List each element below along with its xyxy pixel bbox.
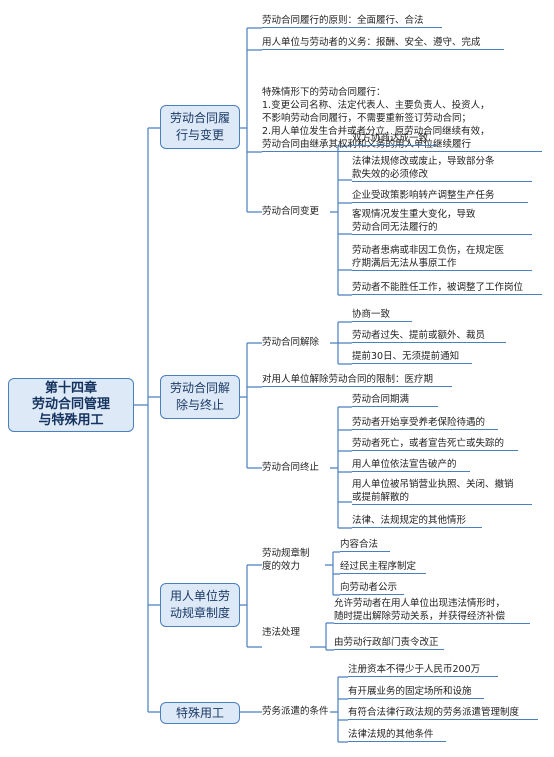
- change-item-5[interactable]: 劳动者患病或非因工负伤，在规定医 疗期满后无法从事原工作: [352, 244, 532, 271]
- violation-item-1[interactable]: 允许劳动者在用人单位出现违法情形时， 随时提出解除劳动关系，并获得经济补偿: [334, 597, 530, 624]
- connector-dispatch-children: [338, 676, 348, 743]
- node-contract-end[interactable]: 劳动合同终止: [262, 462, 320, 473]
- branch-fulfillment-change[interactable]: 劳动合同履 行与变更: [160, 105, 240, 149]
- connector-change-trunk: [330, 146, 339, 295]
- root-node[interactable]: 第十四章 劳动合同管理 与特殊用工: [8, 378, 134, 432]
- node-violation-handling[interactable]: 违法处理: [262, 627, 301, 638]
- node-dissolution-restriction[interactable]: 对用人单位解除劳动合同的限制：医疗期: [262, 373, 452, 387]
- node-contract-dissolution[interactable]: 劳动合同解除: [262, 337, 320, 348]
- change-item-6[interactable]: 劳动者不能胜任工作，被调整了工作岗位: [352, 281, 542, 295]
- connector-effect-children: [333, 551, 340, 596]
- effect-item-2[interactable]: 经过民主程序制定: [340, 560, 426, 574]
- end-item-1[interactable]: 劳动合同期满: [352, 393, 438, 407]
- connector-b3-children: [247, 564, 262, 648]
- node-dispatch-conditions[interactable]: 劳务派遣的条件: [262, 706, 329, 717]
- change-item-1[interactable]: 双方协商达成一致: [352, 132, 438, 146]
- end-item-6[interactable]: 法律、法规规定的其他情形: [352, 514, 482, 528]
- change-item-4[interactable]: 客观情况发生重大变化，导致 劳动合同无法履行的: [352, 208, 532, 235]
- effect-item-3[interactable]: 向劳动者公示: [340, 581, 404, 595]
- node-special-cases[interactable]: 特殊情形下的劳动合同履行： 1.变更公司名称、法定代表人、主要负责人、投资人， …: [262, 86, 542, 152]
- connector-root-trunk: [134, 128, 149, 712]
- connector-root-l1: [148, 127, 160, 713]
- connector-violation-trunk: [310, 623, 327, 650]
- dispatch-item-4[interactable]: 法律法规的其他条件: [348, 728, 446, 742]
- end-item-4[interactable]: 用人单位依法宣告破产的: [352, 458, 470, 472]
- node-rules-effect[interactable]: 劳动规章制 度的效力: [262, 548, 310, 572]
- dispatch-item-1[interactable]: 注册资本不得少于人民币200万: [348, 663, 498, 677]
- effect-item-1[interactable]: 内容合法: [340, 538, 390, 552]
- connector-change-children: [338, 145, 352, 296]
- change-item-2[interactable]: 法律法规修改或废止，导致部分条 款失效的必须修改: [352, 155, 532, 182]
- end-item-3[interactable]: 劳动者死亡，或者宣告死亡或失踪的: [352, 437, 518, 451]
- end-item-2[interactable]: 劳动者开始享受养老保险待遇的: [352, 416, 498, 430]
- dissolution-item-3[interactable]: 提前30日、无须提前通知: [352, 350, 472, 364]
- branch-labor-rules[interactable]: 用人单位劳 动规章制度: [160, 583, 240, 627]
- connector-dispatch-trunk: [330, 677, 339, 742]
- connector-effect-trunk: [325, 552, 334, 595]
- connector-end-trunk: [330, 407, 339, 528]
- connector-violation-children: [326, 622, 334, 651]
- connector-end-children: [338, 406, 352, 529]
- violation-item-2[interactable]: 由劳动行政部门责令改正: [334, 636, 444, 650]
- connector-b1-trunk: [240, 28, 248, 212]
- branch-special-employment[interactable]: 特殊用工: [160, 702, 240, 724]
- dispatch-item-3[interactable]: 有符合法律行政法规的劳务派遣管理制度: [348, 706, 538, 720]
- dissolution-item-2[interactable]: 劳动者过失、提前或额外、裁员: [352, 329, 506, 343]
- node-obligation[interactable]: 用人单位与劳动者的义务：报酬、安全、遵守、完成: [262, 36, 504, 50]
- connector-b1-children: [247, 27, 262, 213]
- connector-b3-trunk: [240, 565, 248, 647]
- connector-dissolution-children: [338, 321, 352, 365]
- end-item-5[interactable]: 用人单位被吊销营业执照、关闭、撤销 或提前解散的: [352, 478, 532, 505]
- connector-b2-children: [247, 342, 262, 469]
- change-item-3[interactable]: 企业受政策影响转产调整生产任务: [352, 189, 528, 203]
- branch-dissolution-termination[interactable]: 劳动合同解 除与终止: [160, 375, 240, 419]
- connector-b2-trunk: [240, 343, 248, 468]
- dissolution-item-1[interactable]: 协商一致: [352, 308, 412, 322]
- dispatch-item-2[interactable]: 有开展业务的固定场所和设施: [348, 685, 484, 699]
- connector-dissolution-trunk: [330, 322, 339, 364]
- node-principle[interactable]: 劳动合同履行的原则：全面履行、合法: [262, 14, 442, 28]
- node-contract-change[interactable]: 劳动合同变更: [262, 206, 320, 217]
